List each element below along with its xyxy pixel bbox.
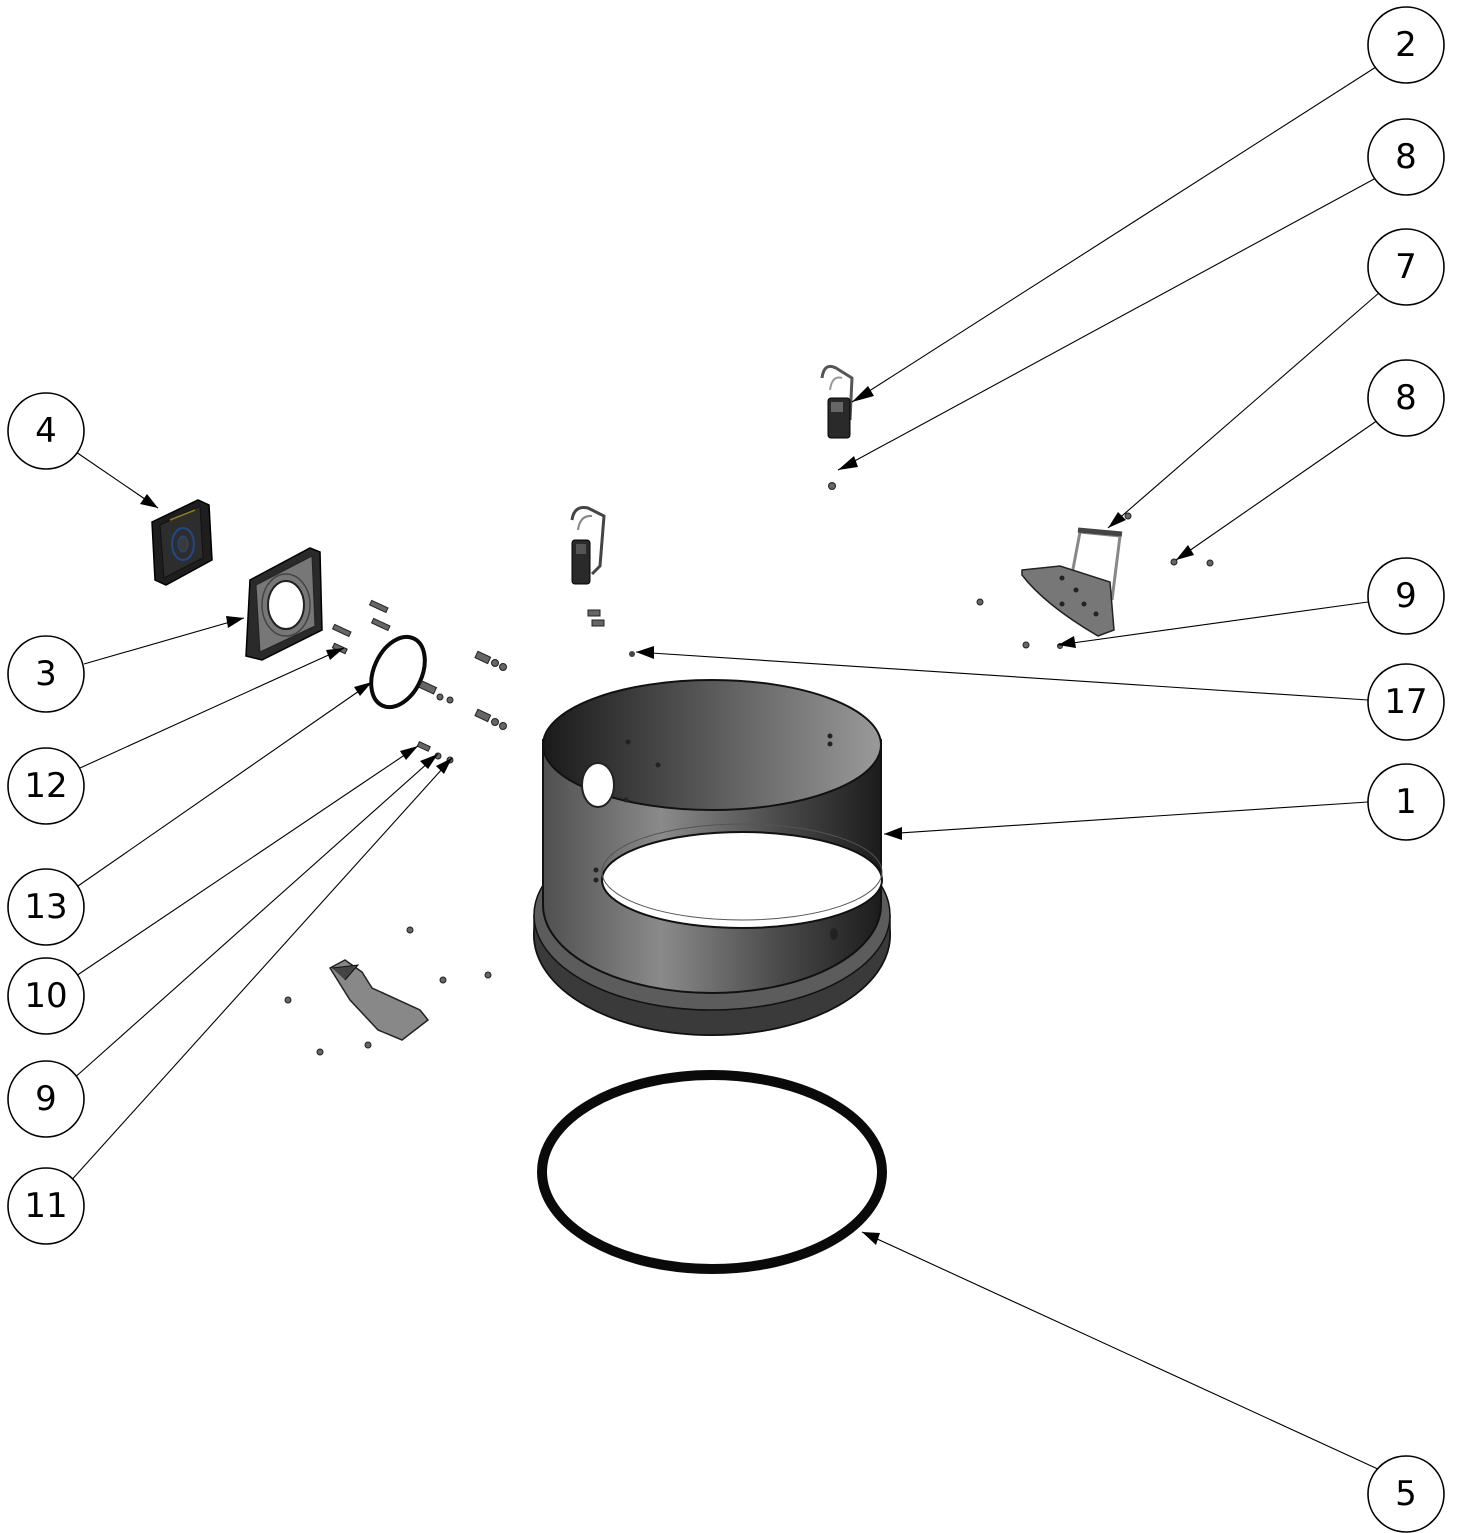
fastener-group-left	[331, 599, 507, 764]
balloon-9-right: 9	[1367, 557, 1445, 635]
svg-text:12: 12	[24, 766, 67, 806]
flange-plate	[245, 547, 323, 661]
balloon-11: 11	[7, 1167, 85, 1245]
leader-lines	[67, 66, 1381, 1471]
balloon-12: 12	[7, 747, 85, 825]
balloon-3: 3	[7, 635, 85, 713]
balloon-7: 7	[1367, 228, 1445, 306]
svg-text:17: 17	[1384, 682, 1427, 722]
hinge-bracket-lower	[284, 926, 492, 1056]
svg-text:3: 3	[35, 654, 57, 694]
balloon-4: 4	[7, 392, 85, 470]
latch-center	[570, 506, 635, 657]
balloon-8-upper: 8	[1367, 118, 1445, 196]
gasket-ring-large	[537, 1070, 887, 1274]
balloon-10: 10	[7, 957, 85, 1035]
svg-text:1: 1	[1395, 782, 1417, 822]
svg-text:8: 8	[1395, 137, 1417, 177]
handle-bracket	[976, 512, 1214, 649]
svg-text:4: 4	[35, 411, 57, 451]
svg-text:11: 11	[24, 1186, 67, 1226]
svg-text:2: 2	[1395, 25, 1417, 65]
cover-cap	[151, 499, 213, 586]
balloon-9-left: 9	[7, 1060, 85, 1138]
svg-text:5: 5	[1395, 1474, 1417, 1514]
svg-text:9: 9	[35, 1079, 57, 1119]
balloon-2: 2	[1367, 6, 1445, 84]
svg-text:8: 8	[1395, 378, 1417, 418]
balloon-5: 5	[1367, 1455, 1445, 1533]
balloon-1: 1	[1367, 763, 1445, 841]
svg-text:7: 7	[1395, 247, 1417, 287]
cylinder-housing	[533, 679, 891, 1036]
balloon-13: 13	[7, 868, 85, 946]
o-ring-small	[369, 634, 427, 710]
svg-text:13: 13	[24, 887, 67, 927]
balloon-17: 17	[1367, 663, 1445, 741]
latch-upper-right	[820, 364, 854, 490]
balloon-8-lower: 8	[1367, 359, 1445, 437]
svg-text:9: 9	[1395, 576, 1417, 616]
svg-text:10: 10	[24, 976, 67, 1016]
